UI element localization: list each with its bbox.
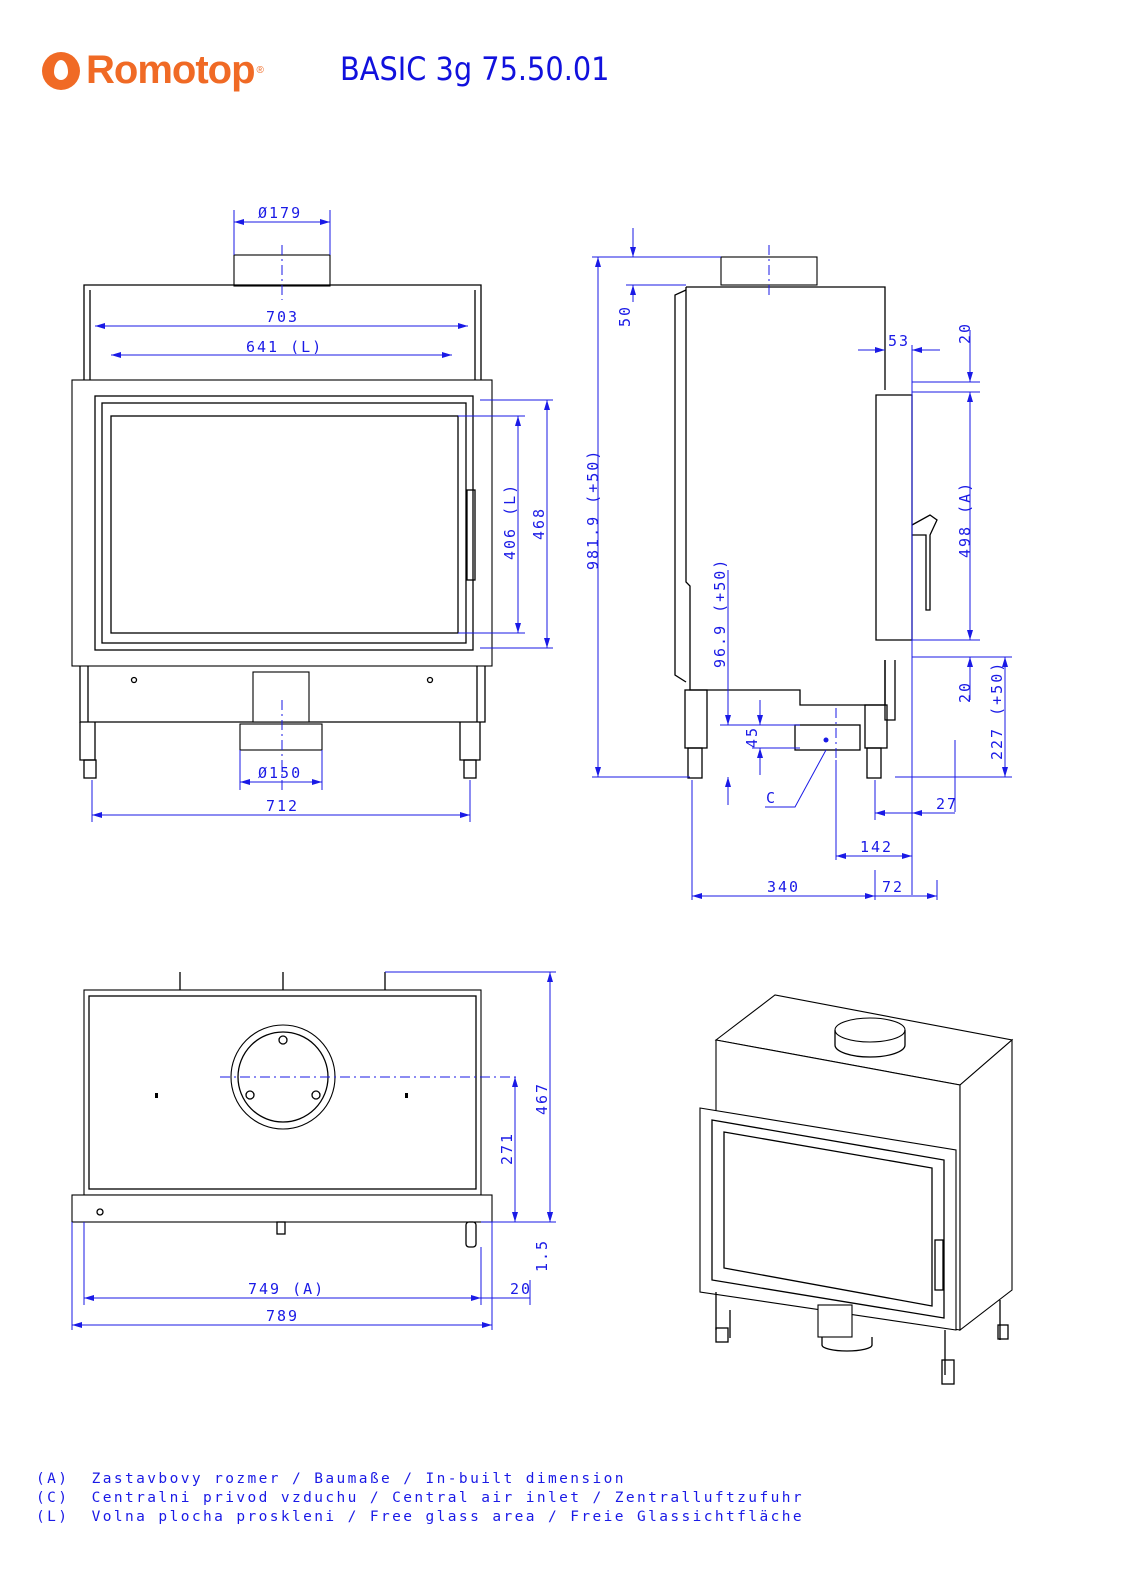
dim-width-703: 703 <box>266 308 299 326</box>
romotop-logo: Romotop® <box>42 48 264 93</box>
door-handle <box>466 489 476 581</box>
dim-glass-width: 641 (L) <box>246 338 323 356</box>
legend-item-a: (A) Zastavbovy rozmer / Baumaße / In-bui… <box>36 1471 626 1487</box>
legend-item-l: (L) Volna plocha proskleni / Free glass … <box>36 1509 804 1525</box>
air-bracket <box>252 671 310 723</box>
dim-flue-center: 271 <box>498 1132 516 1165</box>
air-inlet <box>239 723 323 751</box>
dim-glass-height: 406 (L) <box>501 483 519 560</box>
glass-area <box>110 415 459 634</box>
flame-icon <box>42 51 80 90</box>
dim-inbuilt-height: 498 (A) <box>956 481 974 558</box>
dim-total-height: 981.9 (+50) <box>584 449 602 570</box>
side-view: 981.9 (+50) 50 53 20 498 (A) 20 227 (+50… <box>584 228 1012 900</box>
door-frame <box>71 379 493 667</box>
dim-overall-width: 789 <box>266 1307 299 1325</box>
dim-depth-467: 467 <box>533 1082 551 1115</box>
dim-door-height: 468 <box>530 507 548 540</box>
dim-frame-offset: 53 <box>888 332 910 350</box>
dim-top-gap: 20 <box>956 322 974 344</box>
legend-item-c: (C) Centralni privod vzduchu / Central a… <box>36 1490 804 1506</box>
dim-leg-depth: 340 <box>767 878 800 896</box>
dim-leg-offset: 27 <box>936 795 958 813</box>
dim-frame-step: 1.5 <box>533 1239 551 1272</box>
dim-side-margin: 20 <box>510 1280 532 1298</box>
top-view: 467 271 1.5 749 (A) 20 789 <box>71 971 556 1330</box>
dim-inbuilt-width: 749 (A) <box>248 1280 325 1298</box>
dim-collar-height: 50 <box>616 305 634 327</box>
top-door-frame <box>71 1194 493 1223</box>
dim-door-bottom-height: 227 (+50) <box>988 661 1006 760</box>
dim-front-depth: 72 <box>882 878 904 896</box>
dim-inlet-diameter: Ø150 <box>258 764 302 782</box>
dim-flue-diameter: Ø179 <box>258 204 302 222</box>
front-view: Ø179 703 641 (L) 406 (L) 468 Ø150 712 <box>71 204 553 822</box>
dim-leg-span: 712 <box>266 797 299 815</box>
inlet-label-c: C <box>766 789 777 807</box>
dim-inlet-offset: 142 <box>860 838 893 856</box>
perspective-view <box>699 994 1014 1385</box>
dim-bottom-gap: 20 <box>956 681 974 703</box>
model-title: BASIC 3g 75.50.01 <box>340 50 610 88</box>
brand-name: Romotop <box>86 48 256 92</box>
dim-base-height: 96.9 (+50) <box>711 558 729 668</box>
registered-mark: ® <box>256 65 264 76</box>
dim-inlet-height: 45 <box>743 726 761 748</box>
legend: (A) Zastavbovy rozmer / Baumaße / In-bui… <box>36 1470 804 1527</box>
